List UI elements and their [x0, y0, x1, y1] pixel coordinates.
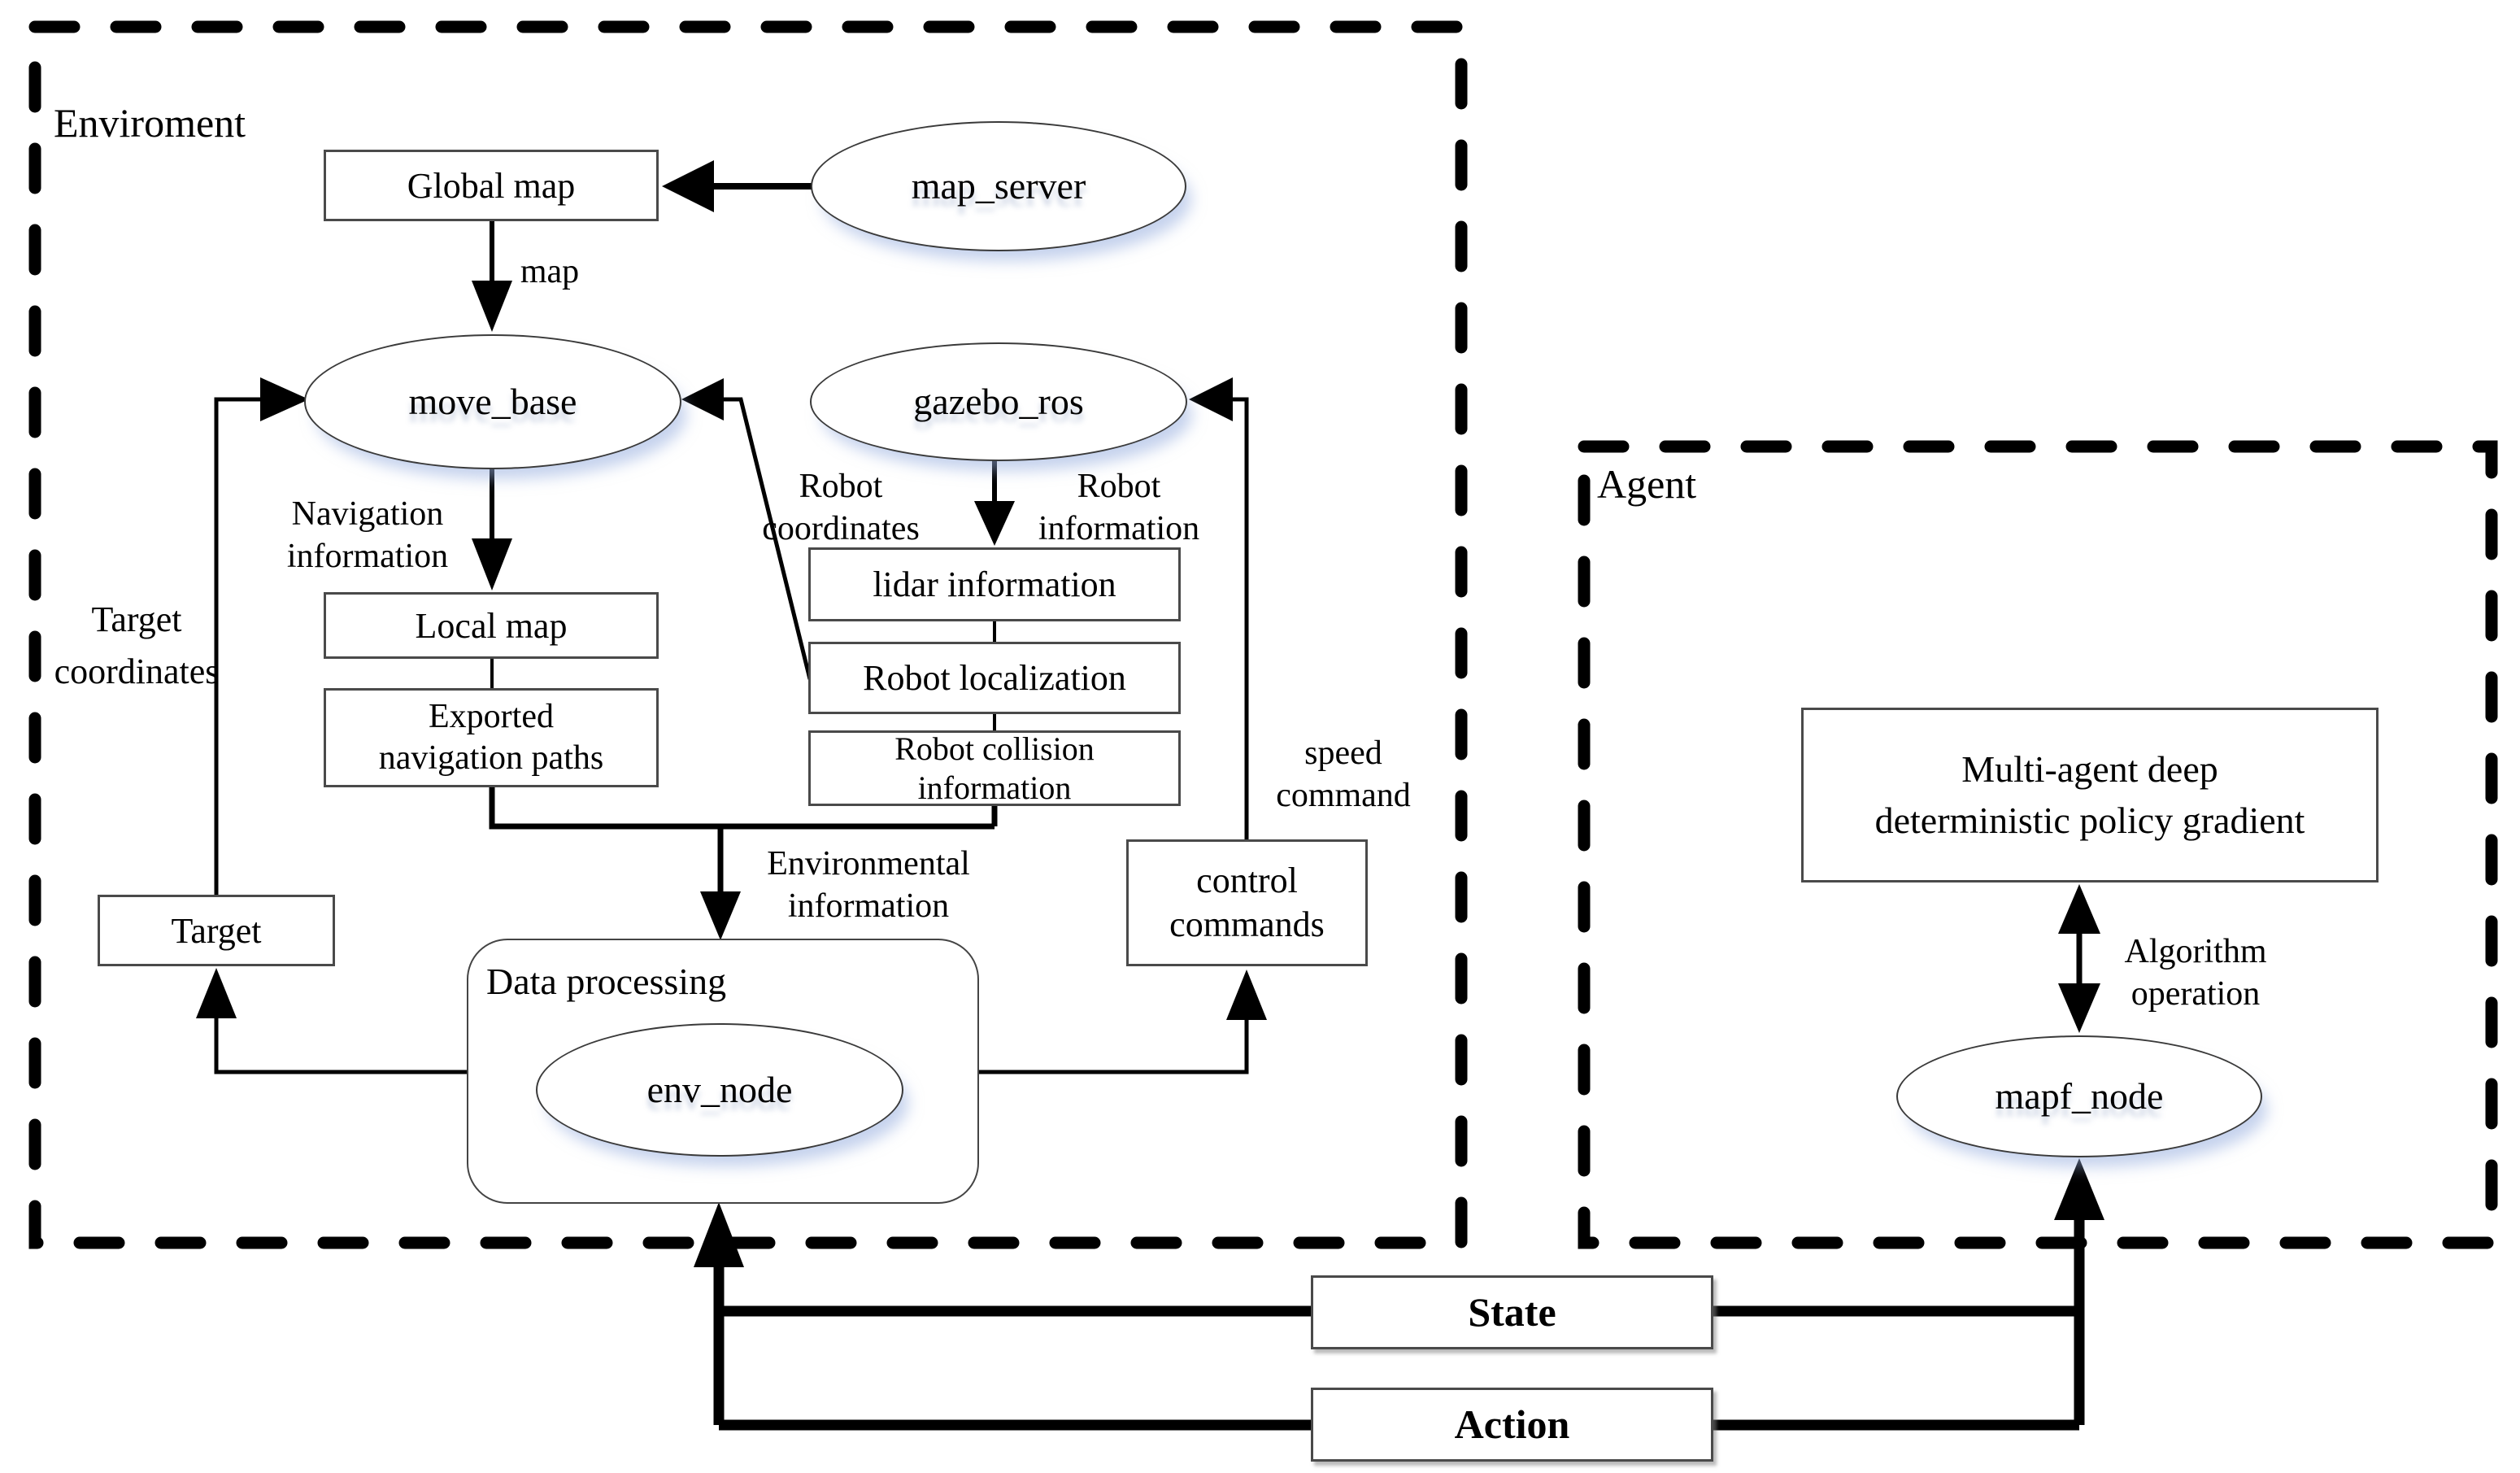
mapf-node-label: mapf_node: [1995, 1075, 2164, 1118]
arrow-env-node-to-target: [196, 968, 468, 1074]
node-maddpg: Multi-agent deep deterministic policy gr…: [1801, 708, 2379, 882]
edge-label-map: map: [520, 253, 580, 290]
node-global-map: Global map: [324, 150, 659, 221]
robot-collision-information-label: Robot collision information: [894, 730, 1095, 806]
node-robot-collision-information: Robot collision information: [808, 730, 1181, 806]
arrow-bus-to-mapf-node: [2054, 1158, 2104, 1425]
node-local-map: Local map: [324, 592, 659, 659]
agent-container-label: Agent: [1597, 461, 1697, 507]
environment-dashed-border: [28, 20, 1468, 1249]
map-server-label: map_server: [911, 165, 1086, 207]
arrow-maddpg-mapf-double: [2058, 884, 2100, 1033]
arrow-map-server-to-global-map: [662, 160, 812, 212]
arrow-localization-to-move-base: [681, 378, 812, 680]
state-label: State: [1468, 1289, 1556, 1336]
edge-label-robot-coordinates: Robot coordinates: [762, 468, 920, 547]
node-move-base: move_base: [304, 334, 681, 469]
action-label: Action: [1454, 1401, 1570, 1448]
edge-label-environmental-information: Environmental information: [767, 845, 970, 925]
node-mapf-node: mapf_node: [1896, 1035, 2262, 1157]
node-lidar-information: lidar information: [808, 547, 1181, 621]
arrow-env-node-to-control-commands: [978, 970, 1267, 1074]
node-map-server: map_server: [811, 121, 1186, 251]
arrow-junction-to-data-processing: [700, 826, 741, 940]
arrow-global-map-to-move-base: [472, 220, 512, 332]
env-node-label: env_node: [646, 1069, 793, 1111]
node-gazebo-ros: gazebo_ros: [810, 342, 1187, 461]
node-data-processing: Data processing env_node: [467, 939, 979, 1204]
lidar-information-label: lidar information: [873, 564, 1116, 604]
target-label: Target: [171, 910, 262, 951]
connector-junction-bus: [489, 786, 998, 830]
edge-label-target-coordinates: Target coordinates: [54, 599, 220, 691]
arrow-target-to-move-base: [214, 377, 309, 895]
environment-container-label: Enviroment: [54, 100, 246, 146]
node-robot-localization: Robot localization: [808, 642, 1181, 714]
arrow-gazebo-to-lidar: [974, 460, 1015, 546]
exported-navigation-paths-label: Exported navigation paths: [378, 697, 604, 777]
move-base-label: move_base: [408, 381, 577, 423]
node-target: Target: [98, 895, 335, 966]
control-commands-label: control commands: [1169, 861, 1325, 944]
edge-label-algorithm-operation: Algorithm operation: [2124, 933, 2267, 1013]
local-map-label: Local map: [415, 605, 568, 646]
edge-label-navigation-information: Navigation information: [286, 495, 449, 575]
node-exported-navigation-paths: Exported navigation paths: [324, 688, 659, 787]
data-processing-label: Data processing: [486, 961, 727, 1002]
maddpg-label: Multi-agent deep deterministic policy gr…: [1874, 748, 2305, 841]
global-map-label: Global map: [407, 165, 576, 206]
edge-label-robot-information: Robot information: [1038, 468, 1200, 547]
node-env-node: env_node: [536, 1023, 903, 1157]
robot-localization-label: Robot localization: [863, 658, 1126, 698]
arrow-move-base-to-local-map: [472, 468, 512, 591]
arrow-bus-to-data-processing: [694, 1202, 744, 1425]
node-control-commands: control commands: [1126, 839, 1368, 966]
agent-dashed-border: [1578, 440, 2498, 1249]
edge-label-speed-command: speed command: [1276, 734, 1411, 814]
node-action: Action: [1311, 1388, 1713, 1462]
arrow-control-commands-to-gazebo: [1189, 377, 1249, 839]
gazebo-ros-label: gazebo_ros: [913, 381, 1084, 423]
node-state: State: [1311, 1275, 1713, 1349]
